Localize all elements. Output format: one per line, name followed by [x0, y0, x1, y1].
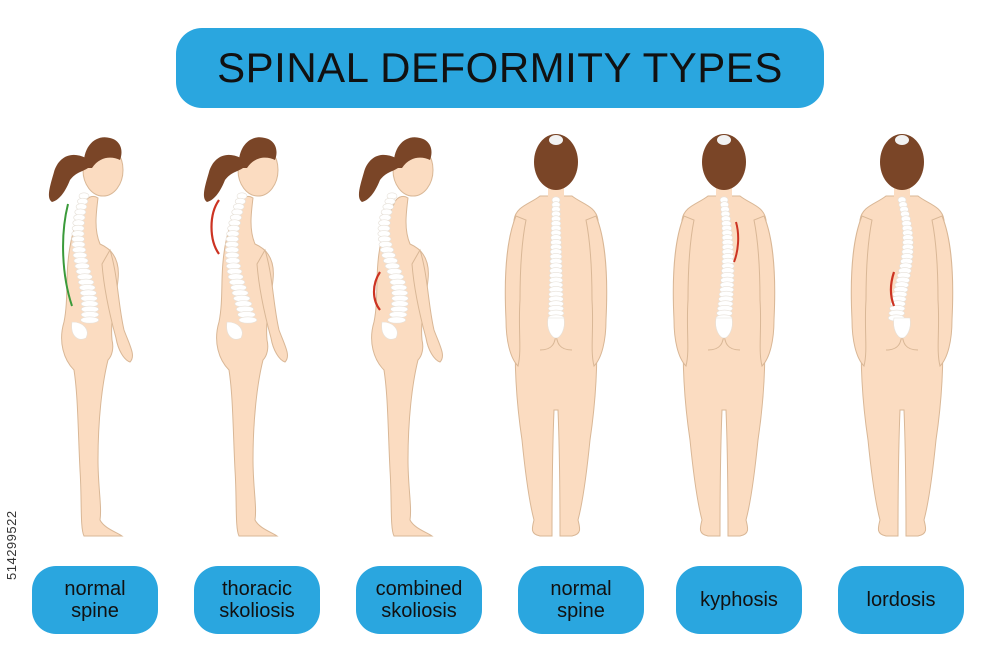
hair	[83, 137, 122, 168]
arm	[256, 248, 288, 363]
ponytail	[48, 154, 88, 202]
label-normal-spine-back: normal spine	[550, 578, 612, 622]
sacrum	[547, 317, 565, 339]
hair-clip	[549, 135, 563, 145]
right-arm	[753, 215, 776, 367]
title-banner: SPINAL DEFORMITY TYPES	[176, 28, 824, 108]
figure-back-normal	[504, 134, 608, 537]
thoracic-curve-marker	[210, 199, 220, 255]
arm	[101, 248, 133, 363]
vertebra	[238, 316, 258, 324]
body-silhouette	[61, 195, 124, 537]
hair	[238, 137, 277, 168]
page-title: SPINAL DEFORMITY TYPES	[217, 44, 783, 91]
label-normal-spine-side: normal spine	[64, 578, 126, 622]
head-hair	[880, 134, 924, 190]
label-combined-skoliosis: combined skoliosis	[375, 578, 463, 622]
left-arm	[504, 215, 527, 367]
hair-clip	[895, 135, 909, 145]
kyphosis-curve-marker	[733, 221, 740, 263]
head-hair	[534, 134, 578, 190]
body-silhouette	[371, 195, 434, 537]
sacrum	[893, 317, 911, 339]
arm	[411, 248, 443, 363]
figure-side-thoracic	[203, 137, 288, 537]
label-pill-5: kyphosis	[676, 566, 802, 634]
right-arm	[585, 215, 608, 367]
head-hair	[702, 134, 746, 190]
figure-side-combined	[358, 137, 443, 537]
stock-id: 514299522	[4, 510, 19, 580]
ponytail	[203, 154, 243, 202]
label-thoracic-skoliosis: thoracic skoliosis	[219, 578, 295, 622]
label-pill-6: lordosis	[838, 566, 964, 634]
right-arm	[931, 215, 954, 367]
left-arm	[850, 215, 873, 367]
figure-back-lordosis	[850, 134, 954, 537]
label-pill-2: thoracic skoliosis	[194, 566, 320, 634]
vertebra	[387, 316, 407, 324]
lordosis-curve-marker	[889, 271, 896, 307]
sacrum	[715, 317, 733, 339]
sacrum	[71, 321, 88, 340]
figure-back-kyphosis	[672, 134, 776, 537]
lumbar-curve-marker	[372, 271, 381, 311]
label-pill-1: normal spine	[32, 566, 158, 634]
label-lordosis: lordosis	[866, 589, 936, 611]
body-silhouette	[858, 195, 946, 537]
sacrum	[381, 321, 398, 340]
hair-clip	[717, 135, 731, 145]
vertebra	[80, 316, 100, 324]
label-pill-4: normal spine	[518, 566, 644, 634]
label-pill-3: combined skoliosis	[356, 566, 482, 634]
ponytail	[358, 154, 398, 202]
hair	[393, 137, 432, 168]
figure-side-normal	[48, 137, 133, 537]
sacrum	[226, 321, 243, 340]
normal-curve-marker	[62, 203, 73, 307]
left-arm	[672, 215, 695, 367]
label-kyphosis: kyphosis	[700, 589, 778, 611]
body-silhouette	[216, 195, 279, 537]
